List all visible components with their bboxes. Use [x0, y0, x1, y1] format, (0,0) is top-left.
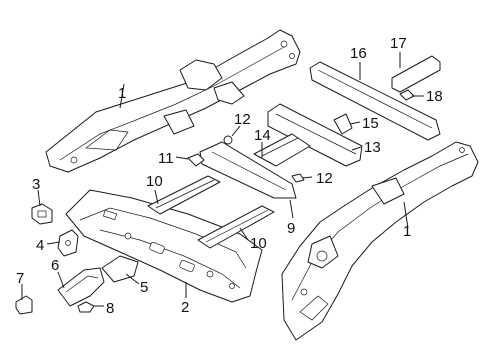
callout-18: 18	[426, 88, 443, 105]
crossmember-14	[253, 133, 311, 167]
callout-8: 8	[106, 300, 114, 317]
callout-4: 4	[36, 237, 44, 254]
plate-5	[101, 255, 139, 283]
callout-9: 9	[287, 220, 295, 237]
bracket-11	[187, 153, 205, 167]
callout-16: 16	[350, 45, 367, 62]
callout-7: 7	[16, 270, 24, 287]
clip-8	[77, 301, 95, 313]
callout-labels: 1 1 2 3 4 5 6 7 8 9 10 10 11 12 12 13 14…	[16, 35, 443, 317]
callout-2: 2	[181, 299, 189, 316]
callout-1-left: 1	[118, 85, 126, 102]
nut-12b	[291, 173, 305, 183]
left-frame-rail	[45, 29, 301, 173]
callout-15: 15	[362, 115, 379, 132]
leader-lines	[21, 52, 424, 307]
crossmember-10-upper	[147, 175, 221, 215]
extension-6	[57, 267, 105, 307]
center-floor-pan	[65, 189, 263, 303]
right-frame-rail	[281, 141, 479, 341]
callout-10-lower: 10	[250, 235, 267, 252]
callout-12-upper: 12	[234, 111, 251, 128]
callout-17: 17	[390, 35, 407, 52]
callout-3: 3	[32, 176, 40, 193]
crossmember-10-lower	[197, 205, 275, 249]
bracket-17	[391, 55, 441, 93]
callout-6: 6	[51, 257, 59, 274]
callout-5: 5	[140, 279, 148, 296]
callout-13: 13	[364, 139, 381, 156]
rear-crossmember-16	[309, 61, 441, 141]
bracket-7	[15, 295, 33, 315]
crossmember-9	[199, 141, 297, 199]
nut-12a	[223, 135, 233, 145]
bracket-4	[57, 229, 79, 257]
callout-14: 14	[254, 127, 271, 144]
clip-18	[399, 89, 415, 101]
callout-11: 11	[158, 150, 174, 167]
callout-1-right: 1	[403, 223, 411, 240]
crossmember-13	[267, 103, 363, 167]
bracket-15	[333, 113, 353, 135]
callout-12-lower: 12	[316, 170, 333, 187]
callout-10-upper: 10	[146, 173, 163, 190]
bracket-3	[31, 203, 53, 225]
